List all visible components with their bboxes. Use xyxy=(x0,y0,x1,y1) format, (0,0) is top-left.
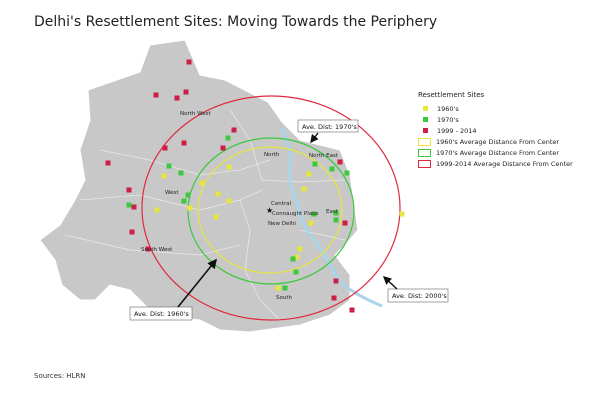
delhi-outline xyxy=(39,39,359,333)
site-point xyxy=(153,92,159,98)
center-star-icon: ★ xyxy=(266,206,273,215)
circle-swatch-icon xyxy=(418,137,431,146)
site-point xyxy=(349,307,355,313)
site-point xyxy=(187,205,193,211)
legend: Resettlement Sites 1960's 1970's 1999 - 20… xyxy=(418,91,573,169)
site-point xyxy=(311,211,317,217)
site-point xyxy=(220,145,226,151)
site-point xyxy=(161,173,167,179)
circle-1970s xyxy=(187,137,355,285)
legend-item: 1970's Average Distance From Center xyxy=(418,147,573,158)
site-point xyxy=(215,191,221,197)
site-point xyxy=(183,89,189,95)
site-point xyxy=(333,217,339,223)
site-point xyxy=(213,214,219,220)
site-point xyxy=(181,198,187,204)
site-point xyxy=(301,186,307,192)
site-point xyxy=(290,256,296,262)
legend-item: 1999 - 2014 xyxy=(418,125,573,136)
circle-swatch-icon xyxy=(418,148,431,157)
site-point xyxy=(129,229,135,235)
point-swatch-icon xyxy=(423,106,428,111)
legend-label: 1970's xyxy=(437,115,459,124)
circle-1960s xyxy=(197,146,343,274)
site-point xyxy=(337,159,343,165)
legend-item: 1970's xyxy=(418,114,573,125)
callout-1960s: Ave. Dist: 1960's xyxy=(129,258,218,321)
site-point xyxy=(166,163,172,169)
site-point xyxy=(293,269,299,275)
legend-heading: Resettlement Sites xyxy=(418,91,485,99)
site-point xyxy=(308,220,314,226)
sources-note: Sources: HLRN xyxy=(34,372,86,380)
circle-1999-2014 xyxy=(141,95,401,321)
legend-item: 1960's xyxy=(418,103,573,114)
site-point xyxy=(306,171,312,177)
site-point xyxy=(226,198,232,204)
site-point xyxy=(282,285,288,291)
district-label: North West xyxy=(180,111,211,117)
district-label: South xyxy=(276,295,292,301)
site-point xyxy=(226,164,232,170)
svg-text:Ave. Dist: 1970's: Ave. Dist: 1970's xyxy=(302,123,357,131)
site-point xyxy=(344,170,350,176)
site-point xyxy=(294,254,300,260)
site-point xyxy=(199,180,205,186)
site-point xyxy=(126,187,132,193)
callout-2000s: Ave. Dist: 2000's xyxy=(382,276,449,303)
yamuna-river xyxy=(280,127,383,308)
site-point xyxy=(178,170,184,176)
site-point xyxy=(225,135,231,141)
site-point xyxy=(186,59,192,65)
site-point xyxy=(145,246,151,252)
callout-1970s: Ave. Dist: 1970's xyxy=(297,119,359,144)
legend-label: 1960's xyxy=(437,104,459,113)
district-label: Central xyxy=(271,201,291,207)
site-point xyxy=(154,207,160,213)
site-point xyxy=(333,278,339,284)
district-label: Connaught Place xyxy=(272,211,319,217)
district-label: North East xyxy=(309,153,339,159)
district-label: South West xyxy=(141,247,173,253)
site-point xyxy=(342,220,348,226)
site-point xyxy=(399,211,405,217)
site-point xyxy=(331,295,337,301)
site-point xyxy=(105,160,111,166)
legend-label: 1999 - 2014 xyxy=(437,126,477,135)
site-point xyxy=(231,127,237,133)
legend-label: 1970's Average Distance From Center xyxy=(436,148,560,157)
point-swatch-icon xyxy=(423,117,428,122)
point-swatch-icon xyxy=(423,128,428,133)
legend-label: 1999-2014 Average Distance From Center xyxy=(436,159,573,168)
site-point xyxy=(333,210,339,216)
site-point xyxy=(312,161,318,167)
site-point xyxy=(131,204,137,210)
district-label: West xyxy=(165,190,179,196)
site-point xyxy=(126,202,132,208)
district-label: New Delhi xyxy=(268,221,296,227)
legend-item: 1960's Average Distance From Center xyxy=(418,136,573,147)
svg-text:Ave. Dist: 1960's: Ave. Dist: 1960's xyxy=(134,310,189,318)
map-title: Delhi's Resettlement Sites: Moving Towar… xyxy=(34,14,438,30)
district-label: East xyxy=(326,209,339,215)
site-points xyxy=(105,59,405,313)
site-point xyxy=(185,192,191,198)
site-point xyxy=(275,285,281,291)
district-boundaries xyxy=(64,109,346,321)
circle-swatch-icon xyxy=(418,159,431,168)
legend-label: 1960's Average Distance From Center xyxy=(436,137,560,146)
site-point xyxy=(181,140,187,146)
site-point xyxy=(329,166,335,172)
legend-item: 1999-2014 Average Distance From Center xyxy=(418,158,573,169)
site-point xyxy=(297,246,303,252)
site-point xyxy=(174,95,180,101)
district-label: North xyxy=(264,152,280,158)
svg-text:Ave. Dist: 2000's: Ave. Dist: 2000's xyxy=(392,292,447,300)
site-point xyxy=(162,145,168,151)
